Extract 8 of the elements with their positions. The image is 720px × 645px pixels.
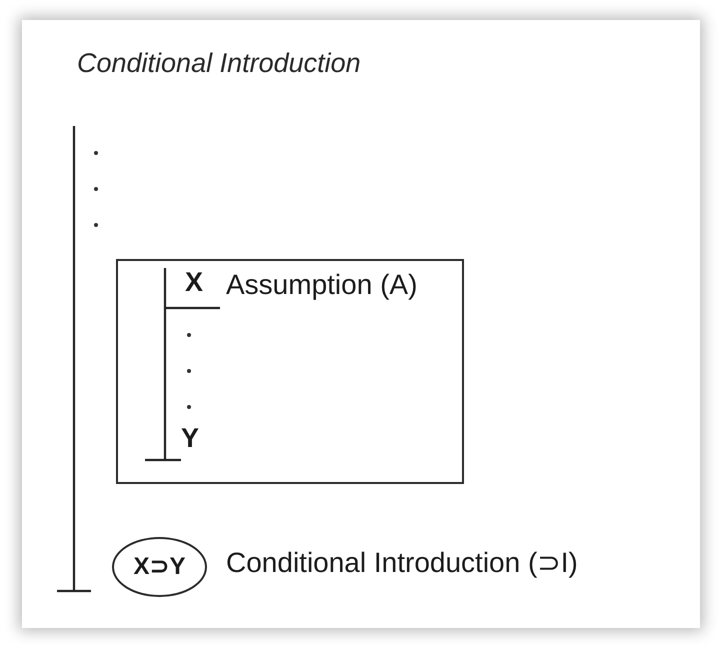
- rule-label: Conditional Introduction (⊃I): [226, 549, 578, 577]
- conclusion-ellipse: [112, 537, 207, 597]
- formula: X: [185, 269, 204, 296]
- subproof-box: [116, 259, 464, 484]
- formula: Y: [181, 425, 200, 452]
- title: Conditional Introduction: [77, 50, 361, 77]
- formula: X⊃Y: [133, 555, 186, 579]
- rule-label: Assumption (A): [226, 271, 418, 299]
